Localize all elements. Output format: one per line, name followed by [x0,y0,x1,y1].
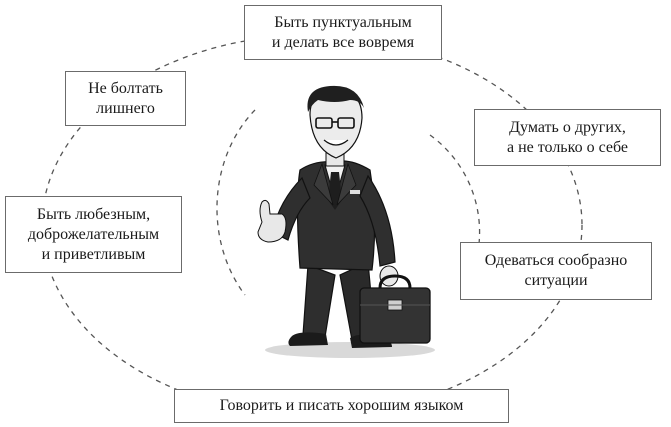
box-dress-appropriately: Одеваться сообразно ситуации [460,242,652,300]
inner-dashed-arc-left [216,109,256,296]
box-be-kind-line-1: Быть любезным, [36,205,151,223]
box-no-chatter: Не болтать лишнего [65,71,186,126]
box-punctual-line-2: и делать все вовремя [271,33,415,51]
box-be-kind-line-2: доброжелательным [27,225,160,243]
businessman-illustration [257,85,435,358]
box-punctual: Быть пунктуальным и делать все вовремя [244,5,442,60]
box-speak-well-line-1: Говорить и писать хорошим языком [219,397,464,414]
box-think-of-others-line-2: а не только о себе [506,138,628,156]
box-punctual-line-1: Быть пунктуальным [274,13,412,31]
box-dress-line-1: Одеваться сообразно [484,252,628,269]
box-be-kind: Быть любезным, доброжелательным и привет… [5,196,182,273]
box-no-chatter-line-1: Не болтать [88,79,163,97]
box-think-of-others: Думать о других, а не только о себе [474,109,661,166]
box-be-kind-line-3: и приветливым [41,245,146,263]
box-think-of-others-line-1: Думать о других, [509,118,626,136]
box-no-chatter-line-2: лишнего [96,99,155,117]
box-dress-line-2: ситуации [524,272,588,289]
box-speak-well: Говорить и писать хорошим языком [174,389,509,423]
inner-dashed-arc-right [429,134,481,266]
